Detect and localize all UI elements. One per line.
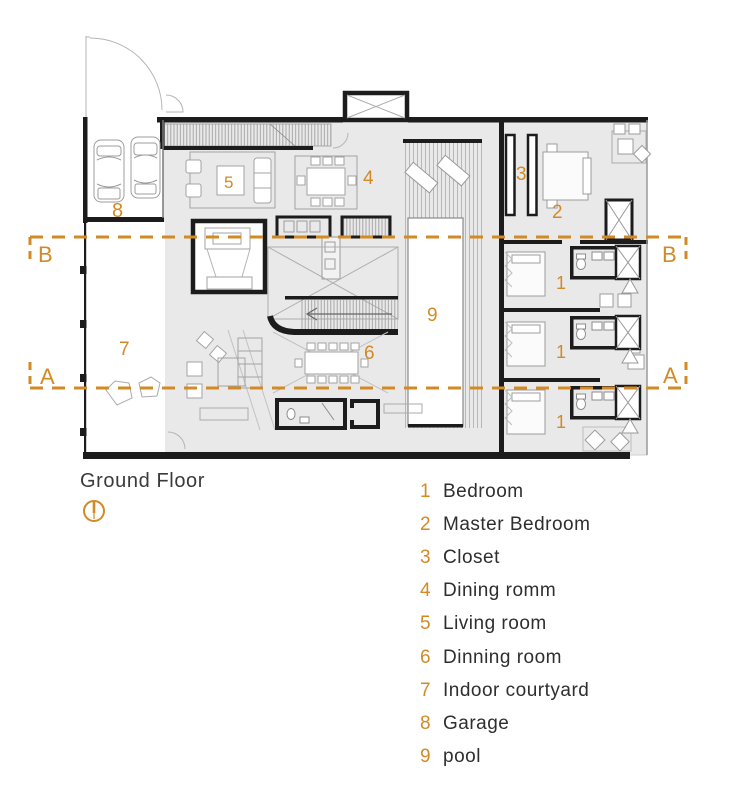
legend-item: 5 Living room — [420, 608, 590, 641]
room-number-bedroom: 1 — [556, 342, 566, 362]
room-number-dinning: 6 — [364, 343, 375, 364]
media-room — [190, 218, 268, 295]
legend-label: Bedroom — [443, 480, 524, 502]
living-room-furniture — [185, 151, 276, 209]
dining-room-furniture — [294, 155, 358, 210]
bench — [199, 407, 249, 421]
legend-number: 4 — [420, 580, 432, 602]
entry-stair — [162, 123, 349, 150]
legend-item: 6 Dinning room — [420, 641, 590, 674]
walls — [80, 117, 648, 459]
page-title: Ground Floor — [80, 470, 206, 492]
legend-label: Dining romm — [443, 580, 557, 602]
legend-label: Closet — [443, 546, 500, 568]
section-line-a — [28, 362, 688, 390]
legend-label: Garage — [443, 712, 510, 734]
section-label-a-right: A — [663, 363, 678, 388]
legend: 1 Bedroom 2 Master Bedroom 3 Closet 4 Dining… — [420, 475, 590, 774]
legend-number: 2 — [420, 513, 432, 535]
section-line-b — [28, 235, 688, 263]
room-number-courtyard: 7 — [119, 339, 130, 360]
car-icon — [130, 136, 161, 199]
legend-label: Living room — [443, 613, 547, 635]
legend-item: 8 Garage — [420, 707, 590, 740]
lounge-chair-icon — [436, 154, 471, 187]
room-number-dining: 4 — [363, 168, 374, 189]
legend-item: 9 pool — [420, 741, 590, 774]
courtyard-floor — [86, 222, 165, 452]
section-label-b-right: B — [662, 242, 677, 267]
legend-number: 1 — [420, 480, 432, 502]
legend-item: 2 Master Bedroom — [420, 508, 590, 541]
door-arc — [167, 431, 186, 450]
legend-number: 9 — [420, 746, 432, 768]
legend-item: 1 Bedroom — [420, 475, 590, 508]
car-icon — [93, 139, 125, 203]
main-stair — [267, 296, 398, 335]
room-number-garage: 8 — [112, 200, 123, 222]
room-number-pool: 9 — [427, 305, 438, 326]
master-shower — [604, 198, 634, 242]
powder-room — [275, 398, 380, 430]
section-label-a-left: A — [40, 364, 55, 389]
room-number-master: 2 — [552, 202, 563, 223]
legend-item: 4 Dining romm — [420, 575, 590, 608]
legend-number: 5 — [420, 613, 432, 635]
gate-door-arc — [85, 36, 184, 117]
legend-number: 7 — [420, 679, 432, 701]
legend-number: 6 — [420, 646, 432, 668]
legend-label: Master Bedroom — [443, 513, 591, 535]
room-number-bedroom: 1 — [556, 412, 566, 432]
shaft — [321, 236, 341, 280]
master-bedroom-furniture — [504, 123, 652, 217]
wardrobe — [526, 133, 538, 217]
north-indicator-icon — [83, 500, 105, 522]
floor-plan-drawing: B B A A 8 5 4 3 2 7 6 9 1 1 1 — [28, 36, 688, 459]
legend-number: 3 — [420, 546, 432, 568]
legend-label: pool — [443, 746, 481, 768]
room-number-living: 5 — [224, 173, 233, 192]
section-label-b-left: B — [38, 242, 53, 267]
legend-label: Indoor courtyard — [443, 679, 590, 701]
pool — [407, 217, 464, 427]
lounge-chair-icon — [404, 161, 439, 194]
floor-plan: B B A A 8 5 4 3 2 7 6 9 1 1 1 — [28, 36, 688, 459]
room-number-bedroom: 1 — [556, 273, 566, 293]
legend-number: 8 — [420, 712, 432, 734]
wardrobe — [504, 133, 516, 217]
legend-item: 7 Indoor courtyard — [420, 674, 590, 707]
legend-label: Dinning room — [443, 646, 562, 668]
pool-end-wall — [408, 424, 463, 428]
legend-item: 3 Closet — [420, 541, 590, 574]
bed-icon — [542, 151, 589, 201]
skylight-box — [342, 90, 410, 123]
kitchen-counter — [275, 215, 332, 239]
dinning-room-furniture — [294, 342, 369, 384]
counter-hatch — [340, 215, 392, 239]
room-number-closet: 3 — [516, 164, 527, 185]
lounge-furniture — [186, 330, 263, 399]
bench — [383, 403, 423, 414]
